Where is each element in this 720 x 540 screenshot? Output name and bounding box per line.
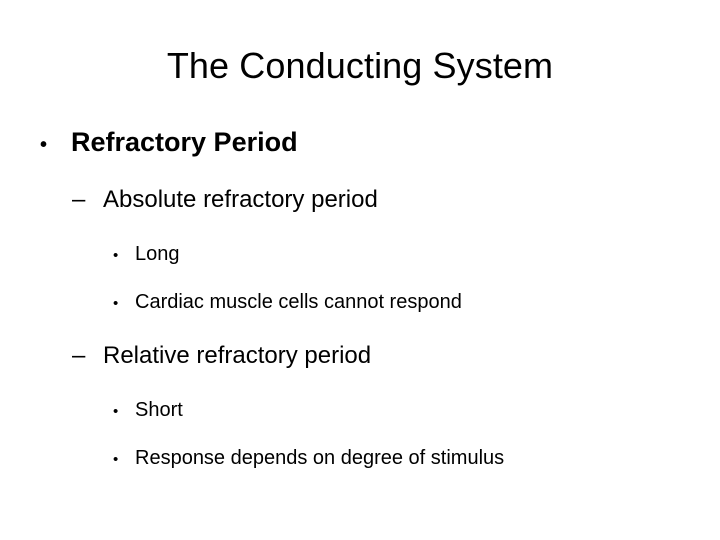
disc-bullet-icon: • xyxy=(40,134,48,156)
outline-item-level3: • Short xyxy=(0,386,720,434)
en-dash-bullet-icon: – xyxy=(72,186,86,213)
slide-body-outline: • Refractory Period – Absolute refractor… xyxy=(0,118,720,482)
disc-bullet-icon: • xyxy=(113,295,119,312)
outline-item-level2: – Absolute refractory period xyxy=(0,174,720,226)
page-title: The Conducting System xyxy=(166,45,554,86)
outline-item-text: Long xyxy=(135,243,180,265)
spacer xyxy=(0,166,720,174)
disc-bullet-icon: • xyxy=(113,247,119,264)
outline-item-level3: • Cardiac muscle cells cannot respond xyxy=(0,278,720,326)
outline-item-text: Response depends on degree of stimulus xyxy=(135,447,505,469)
outline-item-text: Refractory Period xyxy=(71,127,298,157)
outline-item-level3: • Response depends on degree of stimulus xyxy=(0,434,720,482)
outline-item-text: Cardiac muscle cells cannot respond xyxy=(135,291,462,313)
outline-item-text: Relative refractory period xyxy=(103,342,372,369)
disc-bullet-icon: • xyxy=(113,403,119,420)
outline-item-text: Absolute refractory period xyxy=(103,186,378,213)
outline-item-level2: – Relative refractory period xyxy=(0,330,720,382)
disc-bullet-icon: • xyxy=(113,451,119,468)
outline-item-level1: • Refractory Period xyxy=(0,118,720,166)
outline-item-text: Short xyxy=(135,399,183,421)
en-dash-bullet-icon: – xyxy=(72,342,86,369)
outline-item-level3: • Long xyxy=(0,230,720,278)
